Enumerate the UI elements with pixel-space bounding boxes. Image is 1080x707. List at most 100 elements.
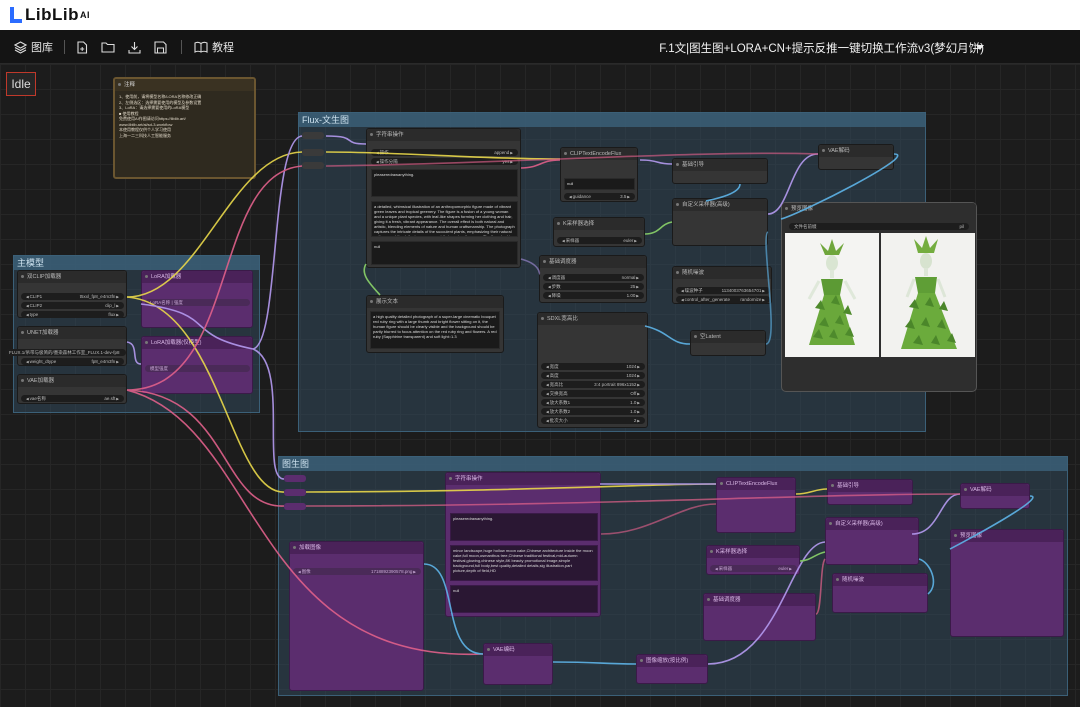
text-area[interactable]: null — [564, 178, 635, 190]
text-area[interactable]: a detailed, whimsical illustration of an… — [371, 201, 518, 237]
unet-name-widget[interactable]: FLUX.1/吊带与极简的/墨染森林工作室_FLUX.1-dev-fp8 — [4, 349, 126, 356]
show-text-node[interactable]: 展示文本 a high quality detailed photograph … — [366, 295, 504, 353]
lora-strength-widget[interactable]: 模型强度 — [145, 365, 250, 372]
reroute-node[interactable] — [284, 489, 306, 496]
reroute-node[interactable] — [302, 149, 324, 156]
new-file-icon — [77, 40, 88, 54]
download-button[interactable] — [128, 39, 141, 55]
leaf-dress-figure-image — [785, 233, 879, 357]
text-area[interactable]: minor landscape,huge hollow moon cake,Ch… — [450, 545, 598, 581]
img2img-vae-decode-node[interactable]: VAE解码 — [960, 483, 1030, 509]
widget-value: ae.sft — [104, 395, 119, 402]
node-title: LoRA加载器(仅模型) — [142, 337, 252, 349]
img2img-preview-node[interactable]: 预览图像 — [950, 529, 1064, 637]
tutorial-button[interactable]: 教程 — [194, 39, 234, 55]
widget-value: 1.0 — [630, 399, 640, 406]
node-title: LoRA加载器 — [142, 271, 252, 283]
lora-widget[interactable]: LoRA名称 | 强度 — [145, 299, 250, 306]
brand-superscript: AI — [79, 10, 90, 20]
reroute-node[interactable] — [284, 503, 306, 510]
text-area[interactable]: null — [450, 585, 598, 613]
preview-image[interactable] — [881, 233, 975, 357]
open-folder-button[interactable] — [101, 39, 115, 55]
lora-loader-node[interactable]: LoRA加载器 LoRA名称 | 强度 — [141, 270, 253, 328]
node-title: VAE解码 — [961, 484, 1029, 496]
text-area[interactable]: pleaseredrawanything. — [450, 513, 598, 541]
group-title: 图生图 — [279, 457, 1067, 471]
custom-sampler-node[interactable]: 自定义采样器(高级) — [672, 198, 768, 246]
preview-image[interactable] — [785, 233, 879, 357]
reroute-node[interactable] — [302, 162, 324, 169]
img2img-noise-node[interactable]: 随机噪波 — [832, 573, 928, 613]
img2img-guider-node[interactable]: 基础引导 — [827, 479, 913, 505]
text-area[interactable]: null — [371, 241, 518, 265]
img2img-custom-sampler-node[interactable]: 自定义采样器(高级) — [825, 517, 919, 565]
chevron-down-icon[interactable] — [976, 45, 984, 50]
widget-label: 采样器 — [562, 237, 580, 244]
img2img-clip-encode-node[interactable]: CLIPTextEncodeFlux — [716, 477, 796, 533]
text-area[interactable]: a high quality detailed photograph of a … — [370, 311, 500, 349]
unet-loader-node[interactable]: UNET加载器 FLUX.1/吊带与极简的/墨染森林工作室_FLUX.1-dev… — [4, 326, 127, 366]
note-line: ■ 使用教程 — [119, 110, 139, 116]
reroute-node[interactable] — [302, 132, 324, 139]
text-area[interactable]: pleaseredrawanything. — [371, 169, 518, 197]
tutorial-label: 教程 — [212, 42, 234, 54]
node-title: CLIPTextEncodeFlux — [717, 478, 795, 490]
node-canvas[interactable]: Idle Flux-文生图 主模型 图生图 注释 1、使用前，请将模型名称/LO… — [0, 64, 1080, 707]
save-button[interactable] — [154, 39, 167, 55]
workflow-title[interactable]: F.1文|图生图+LORA+CN+提示反推一键切换工作流v3(梦幻月饼) — [659, 43, 984, 55]
img2img-scheduler-node[interactable]: 基础调度器 — [703, 593, 816, 641]
denoise-widget[interactable]: 降噪1.00 — [543, 292, 644, 299]
node-title: 预览图像 — [951, 530, 1063, 542]
lora-model-only-node[interactable]: LoRA加载器(仅模型) 模型强度 — [141, 336, 253, 394]
widget-label: 降噪 — [548, 292, 561, 299]
note-line: 1、使用前，请将模型名称/LORA名称修改正确 — [119, 94, 202, 99]
gallery-button[interactable]: 图库 — [14, 39, 53, 55]
empty-latent-node[interactable]: 空Latent — [690, 330, 766, 356]
basic-guider-node[interactable]: 基础引导 — [672, 158, 768, 184]
new-file-button[interactable] — [76, 39, 88, 55]
reroute-node[interactable] — [284, 475, 306, 482]
image-scale-node[interactable]: 图像缩放(按比例) — [636, 654, 708, 684]
vae-decode-node[interactable]: VAE解码 — [818, 144, 894, 170]
vae-encode-node[interactable]: VAE编码 — [483, 643, 553, 685]
img2img-string-op-node[interactable]: 字符串操作 pleaseredrawanything. minor landsc… — [445, 472, 601, 617]
